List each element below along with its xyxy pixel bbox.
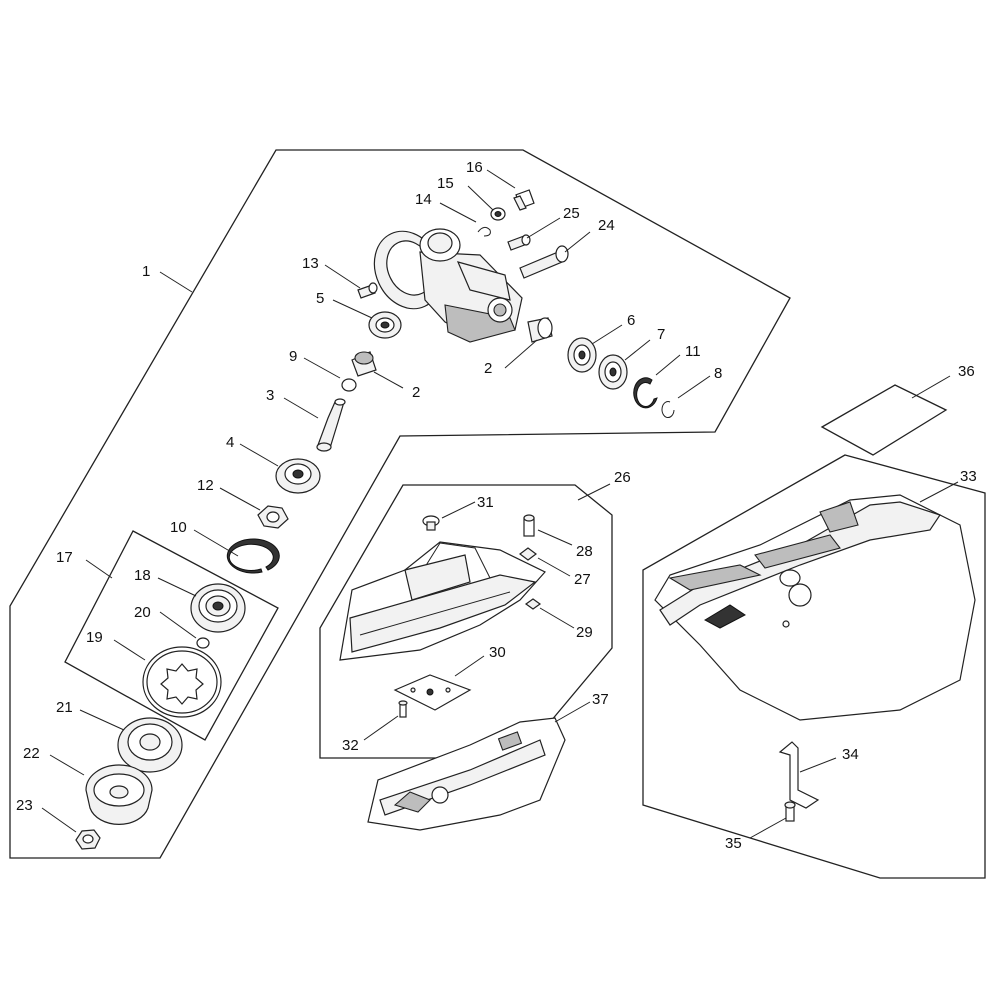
callout-27: 27 xyxy=(574,571,591,588)
callout-35: 35 xyxy=(725,835,742,852)
callout-30: 30 xyxy=(489,644,506,661)
pinion-gear-part-2-left xyxy=(351,351,377,377)
callout-37: 37 xyxy=(592,691,609,708)
callout-labels: 1 13 5 14 15 16 25 24 9 2 3 4 12 10 17 1… xyxy=(16,159,977,852)
screw-part-25 xyxy=(507,234,531,251)
clip-part-14 xyxy=(477,226,491,237)
pinion-gear-part-2 xyxy=(527,317,553,343)
washer-part-15 xyxy=(490,207,506,221)
callout-3: 3 xyxy=(266,387,274,404)
large-guard-part-33 xyxy=(654,494,976,721)
callout-1: 1 xyxy=(142,263,150,280)
bearing-part-5 xyxy=(368,311,402,339)
callout-23: 23 xyxy=(16,797,33,814)
ring-part-8 xyxy=(661,401,675,419)
spring-part-18 xyxy=(190,583,246,633)
screw-part-13 xyxy=(357,282,378,299)
bracket-part-34 xyxy=(778,741,820,809)
callout-10: 10 xyxy=(170,519,187,536)
snap-ring-part-11 xyxy=(633,377,658,409)
callout-31: 31 xyxy=(477,494,494,511)
plate-part-30 xyxy=(393,674,472,711)
callout-2-left: 2 xyxy=(412,384,420,401)
callout-34: 34 xyxy=(842,746,859,763)
bolt-part-16 xyxy=(513,189,535,211)
callout-15: 15 xyxy=(437,175,454,192)
guard-bracket xyxy=(339,541,546,661)
screw-part-31 xyxy=(422,515,440,531)
nut-part-23 xyxy=(75,829,101,850)
callout-14: 14 xyxy=(415,191,432,208)
bearing-part-7 xyxy=(598,354,628,390)
callout-18: 18 xyxy=(134,567,151,584)
callout-6: 6 xyxy=(627,312,635,329)
nut-part-12 xyxy=(257,505,289,529)
callout-25: 25 xyxy=(563,205,580,222)
callout-17: 17 xyxy=(56,549,73,566)
callout-24: 24 xyxy=(598,217,615,234)
callout-28: 28 xyxy=(576,543,593,560)
callout-21: 21 xyxy=(56,699,73,716)
callout-32: 32 xyxy=(342,737,359,754)
small-guard-part-37 xyxy=(367,717,566,831)
callout-26: 26 xyxy=(614,469,631,486)
group-26-outline xyxy=(319,484,613,759)
group-33-outline xyxy=(642,454,986,879)
callout-9: 9 xyxy=(289,348,297,365)
bearing-part-4 xyxy=(275,458,321,494)
callout-7: 7 xyxy=(657,326,665,343)
callout-22: 22 xyxy=(23,745,40,762)
group-1-outline xyxy=(9,149,791,859)
callout-5: 5 xyxy=(316,290,324,307)
shaft-part-3 xyxy=(316,398,346,452)
long-bolt-part-24 xyxy=(519,245,569,279)
screw-part-35 xyxy=(784,801,796,822)
gear-case xyxy=(373,228,523,343)
nut-part-27 xyxy=(519,547,537,561)
screw-part-32 xyxy=(398,700,408,718)
callout-13: 13 xyxy=(302,255,319,272)
callout-2-right: 2 xyxy=(484,360,492,377)
callout-8: 8 xyxy=(714,365,722,382)
leader-lines xyxy=(41,169,959,839)
callout-20: 20 xyxy=(134,604,151,621)
label-36-sticker xyxy=(820,384,948,456)
bearing-part-6 xyxy=(567,337,597,373)
snap-ring-part-10 xyxy=(226,538,280,574)
group-17-outline xyxy=(64,530,279,741)
callout-12: 12 xyxy=(197,477,214,494)
callout-4: 4 xyxy=(226,434,234,451)
callout-19: 19 xyxy=(86,629,103,646)
o-ring-part-9 xyxy=(341,378,357,392)
callout-16: 16 xyxy=(466,159,483,176)
o-ring-part-20 xyxy=(196,637,210,649)
gasket-part-19 xyxy=(142,646,222,718)
nut-part-29 xyxy=(524,598,542,610)
callout-36: 36 xyxy=(958,363,975,380)
callout-29: 29 xyxy=(576,624,593,641)
callout-11: 11 xyxy=(685,343,701,360)
cup-part-21 xyxy=(117,717,183,773)
callout-33: 33 xyxy=(960,468,977,485)
bolt-part-28 xyxy=(523,514,535,537)
cover-part-22 xyxy=(85,764,153,825)
